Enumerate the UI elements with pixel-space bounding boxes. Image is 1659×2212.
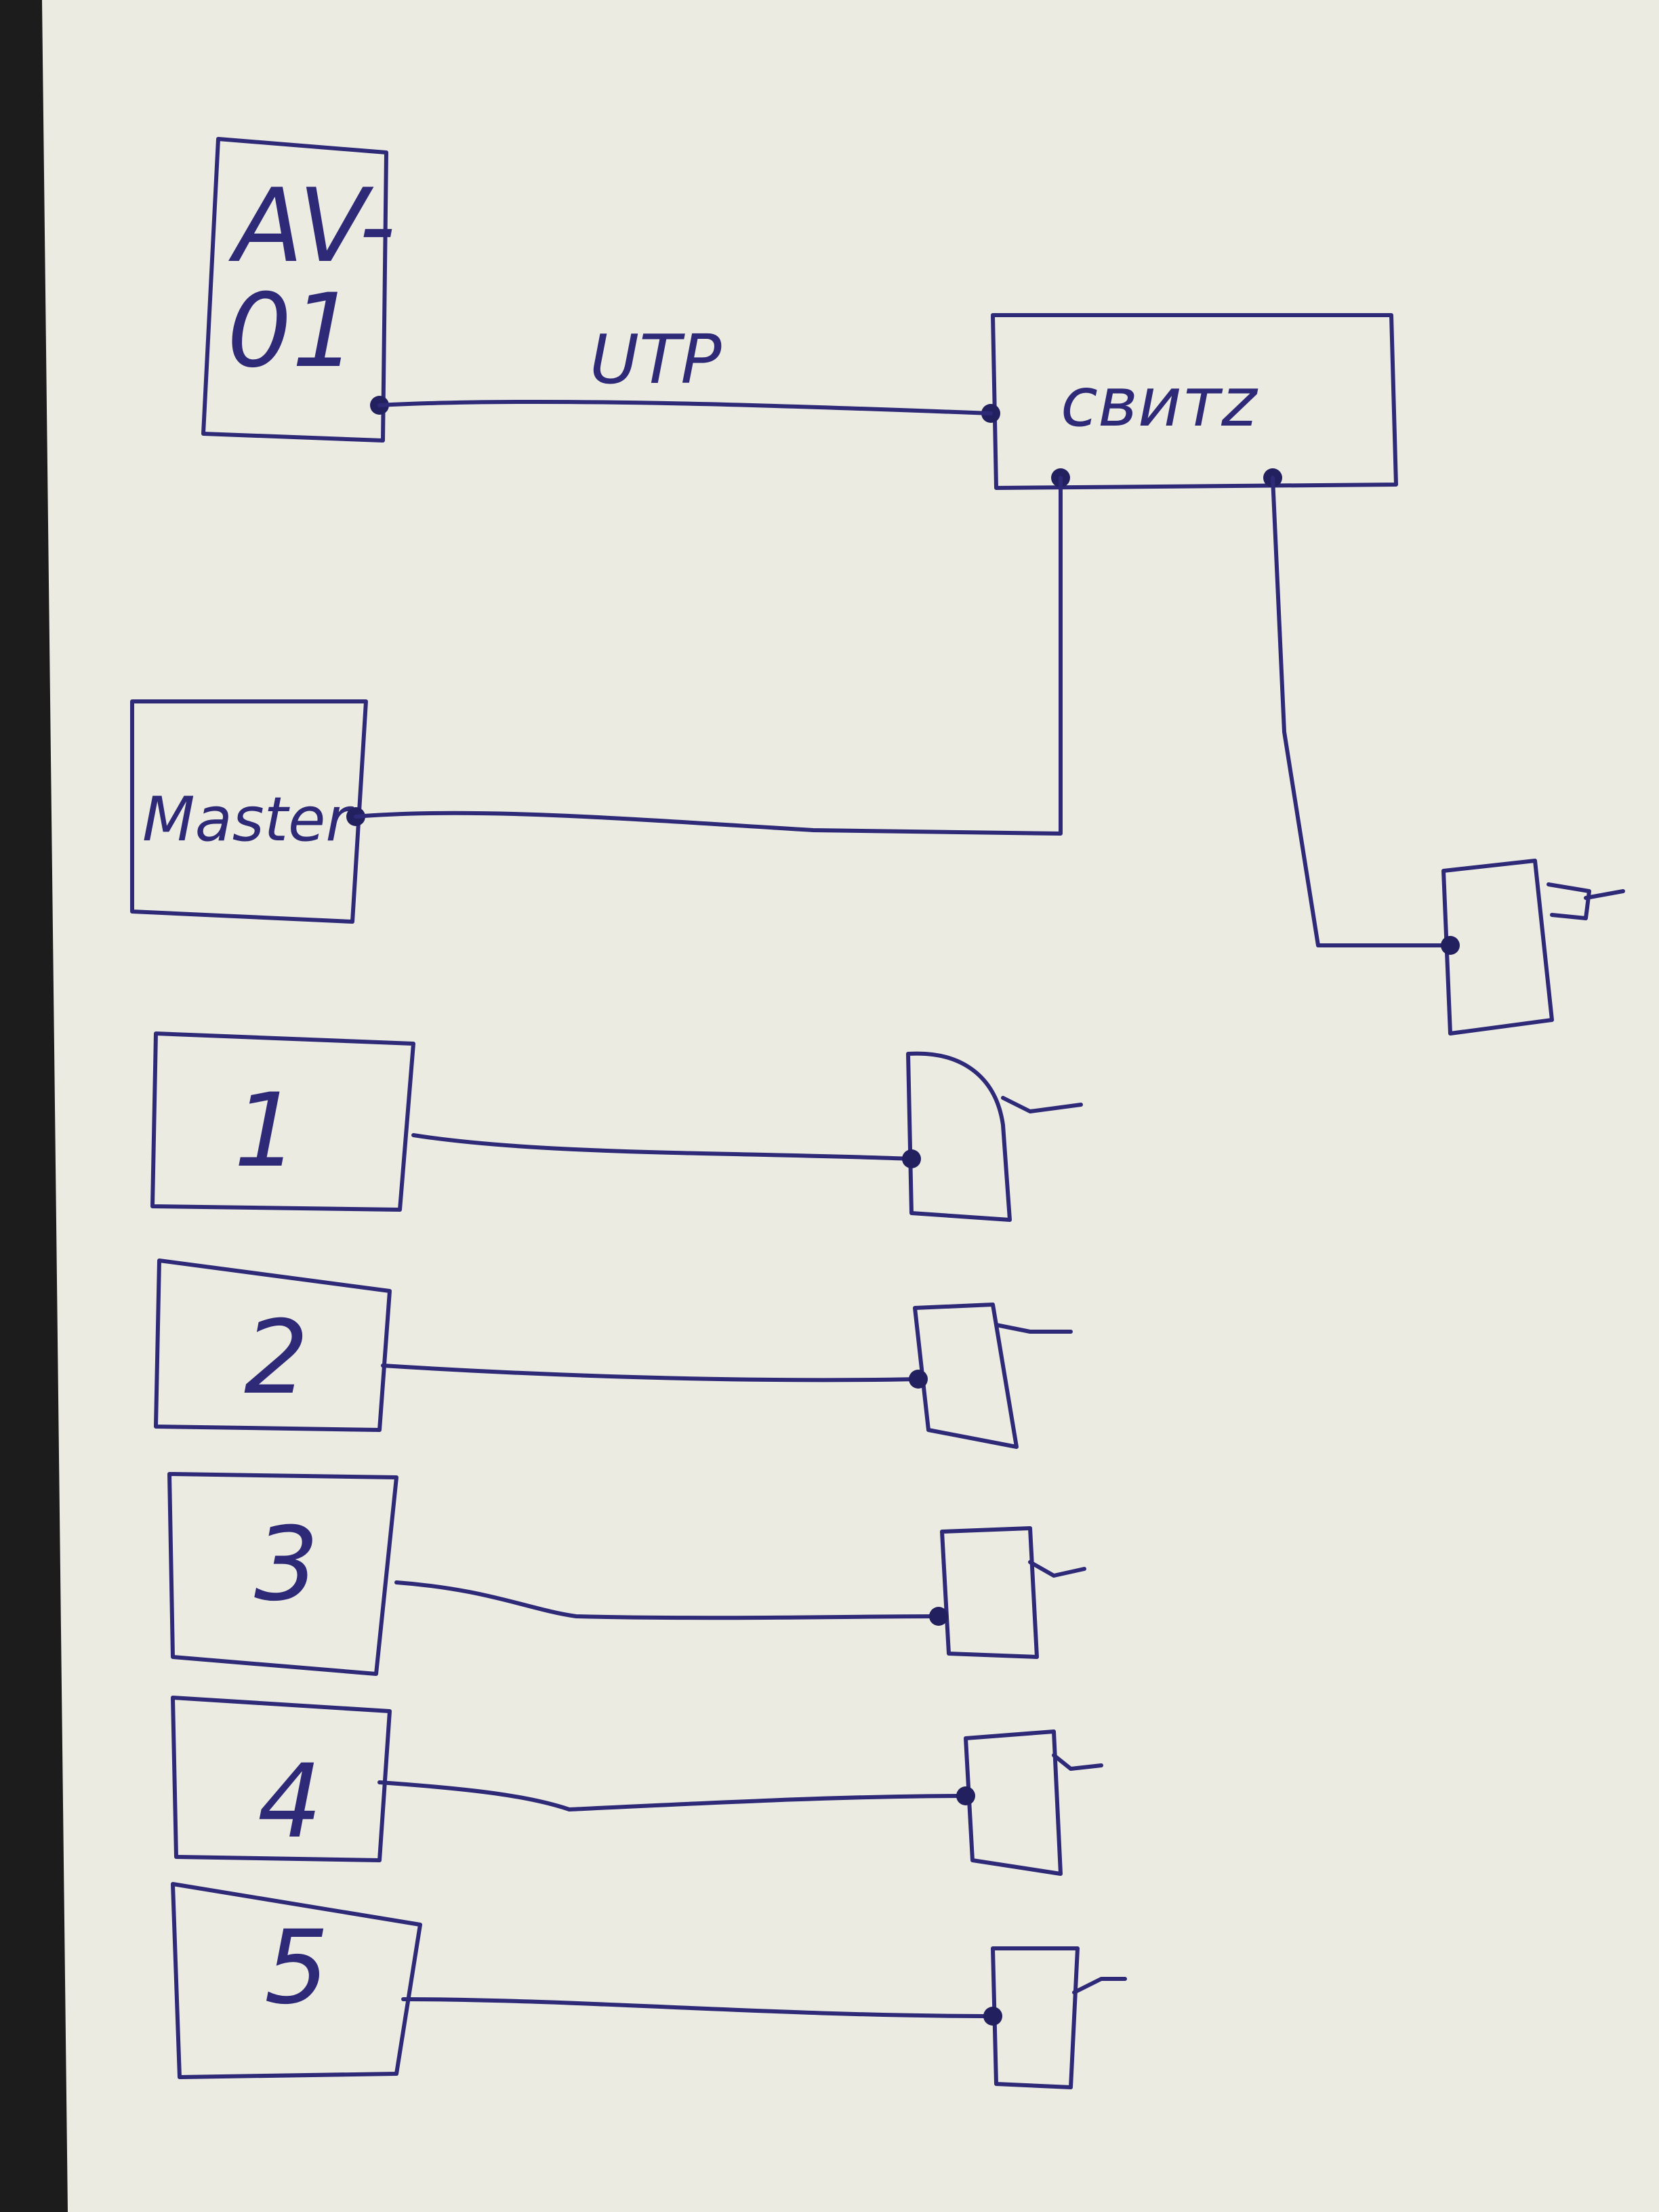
edge-switch-connector [1271,476,1452,947]
edge-av01-switch: UTP [377,320,993,415]
node-3: 3 [167,1472,1086,1676]
connector-1-port [902,1149,921,1168]
node-4-label: 4 [258,1743,322,1861]
node-4: 4 [171,1696,1103,1876]
connector-1 [906,1051,1012,1222]
edge-switch-master [354,476,1063,836]
node-3-label: 3 [254,1506,319,1624]
connector-4 [964,1729,1063,1876]
node-av01-label-line1: AV- [228,167,396,285]
connector-4-port [956,1786,975,1805]
paper-background [42,0,1659,2212]
node-5: 5 [171,1882,1127,2089]
connector-5-port [983,2007,1002,2026]
connector-switch [1441,859,1625,1036]
node-1-label: 1 [234,1072,298,1190]
node-2-label: 2 [244,1299,308,1417]
edge-av01-switch-label: UTP [590,320,722,399]
node-2: 2 [154,1258,1073,1449]
node-5-label: 5 [264,1909,329,2027]
node-master: Master [130,699,368,924]
connector-2 [913,1303,1019,1449]
connector-3-port [929,1607,948,1626]
connector-5 [991,1946,1080,2089]
node-master-label: Master [142,784,354,855]
node-av01: AV- 01 [201,137,396,443]
node-av01-label-line2: 01 [227,272,356,390]
connector-switch-port [1441,936,1460,955]
node-1: 1 [150,1031,1083,1222]
node-switch-label: свитz [1061,363,1258,442]
connector-2-port [909,1370,928,1389]
